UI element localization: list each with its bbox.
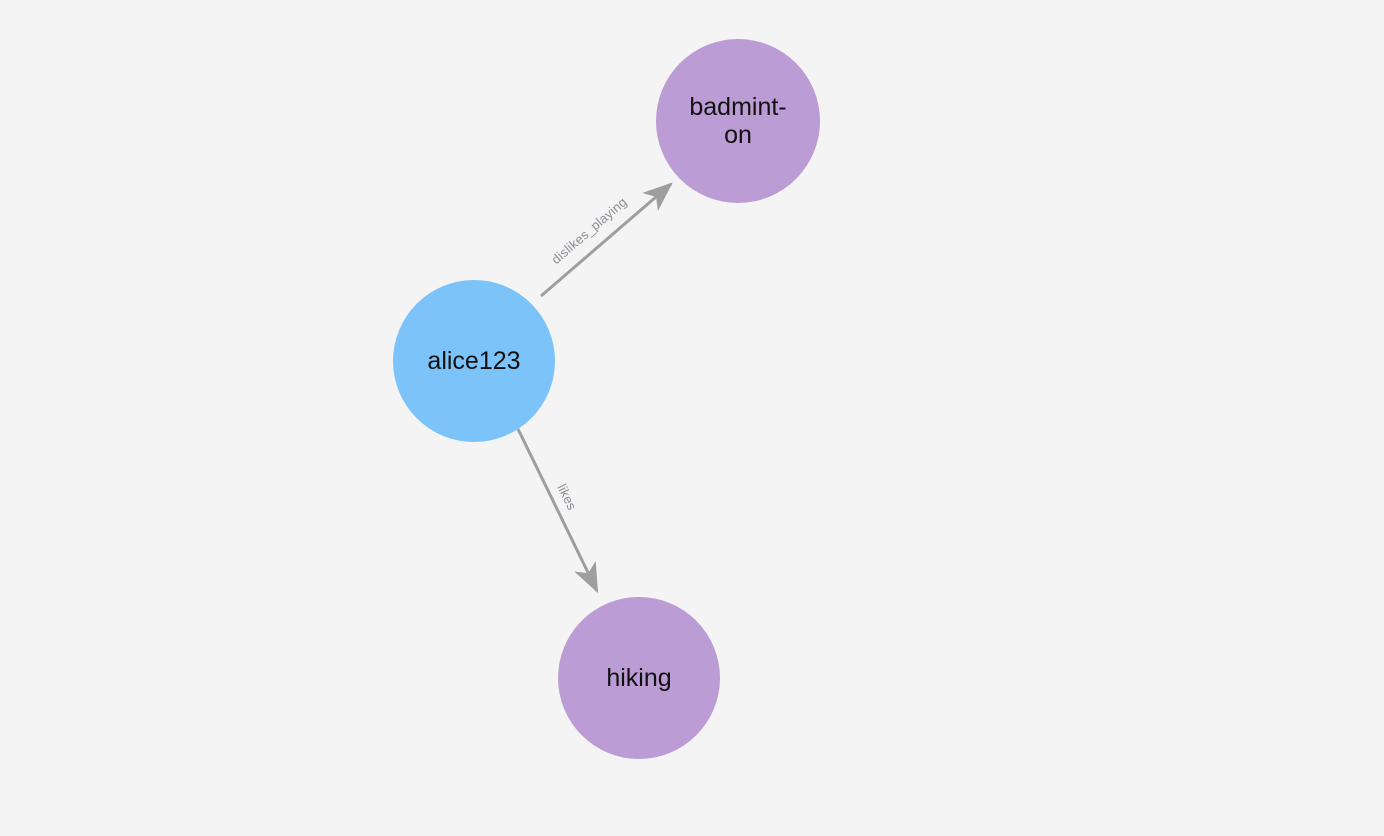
graph-node-alice123[interactable]: alice123: [393, 280, 555, 442]
edge-alice123-dislikes_playing-badminton[interactable]: dislikes_playing: [540, 182, 673, 298]
edge-alice123-likes-hiking[interactable]: likes: [516, 428, 599, 594]
graph-node-label-hiking: hiking: [606, 664, 672, 692]
graph-node-label-badminton: badmint-on: [689, 93, 787, 149]
edge-line[interactable]: [516, 428, 599, 594]
graph-node-hiking[interactable]: hiking: [558, 597, 720, 759]
graph-node-badminton[interactable]: badmint-on: [656, 39, 820, 203]
graph-node-label-alice123: alice123: [427, 347, 521, 375]
edge-line[interactable]: [540, 182, 673, 298]
